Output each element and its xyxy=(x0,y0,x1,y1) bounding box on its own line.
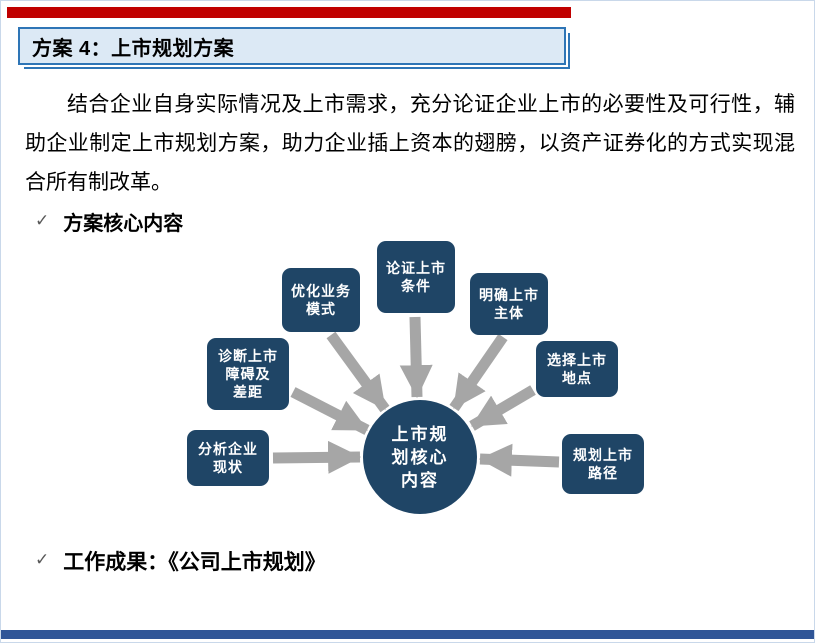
node-label-line: 路径 xyxy=(588,465,618,481)
diagram-node-plan-path: 规划上市 路径 xyxy=(562,434,644,494)
bullet-work-result-label: 工作成果：《公司上市规划》 xyxy=(63,551,326,574)
node-label-line: 规划上市 xyxy=(573,447,633,463)
node-label-line: 明确上市 xyxy=(479,287,539,303)
node-label-line: 优化业务 xyxy=(291,283,351,299)
intro-paragraph: 结合企业自身实际情况及上市需求，充分论证企业上市的必要性及可行性，辅助企业制定上… xyxy=(25,93,795,194)
node-label-line: 分析企业 xyxy=(198,441,258,457)
diagram-node-justify-conditions: 论证上市 条件 xyxy=(377,241,455,313)
diagram-center-circle: 上市规 划核心 内容 xyxy=(363,400,477,514)
node-label-line: 差距 xyxy=(233,384,263,400)
arrow-path-to-center xyxy=(478,443,560,477)
bullet-work-result: ✓ 工作成果：《公司上市规划》 xyxy=(35,546,326,576)
arrow-analyze-to-center xyxy=(272,440,362,474)
checkmark-icon: ✓ xyxy=(35,550,50,569)
bullet-core-content-label: 方案核心内容 xyxy=(63,213,184,235)
page-title: 方案 4：上市规划方案 xyxy=(32,37,235,60)
node-label-line: 地点 xyxy=(562,370,592,386)
node-label-line: 选择上市 xyxy=(547,352,607,368)
node-label-line: 障碍及 xyxy=(225,366,271,382)
footer-bar xyxy=(1,630,814,639)
node-label-line: 条件 xyxy=(401,278,431,294)
diagram-node-clarify-entity: 明确上市 主体 xyxy=(470,273,548,335)
node-label-line: 主体 xyxy=(494,305,524,321)
diagram-node-analyze-status: 分析企业 现状 xyxy=(187,430,269,486)
node-label-line: 诊断上市 xyxy=(218,348,278,364)
arrow-justify-to-center xyxy=(399,316,433,399)
node-label-line: 现状 xyxy=(213,459,243,475)
title-box: 方案 4：上市规划方案 xyxy=(18,27,570,69)
node-label-line: 模式 xyxy=(306,301,336,317)
accent-bar xyxy=(7,7,571,18)
diagram-node-choose-venue: 选择上市 地点 xyxy=(536,341,618,397)
arrow-optimize-to-center xyxy=(326,331,390,413)
center-label-line: 划核心 xyxy=(391,447,449,467)
bullet-core-content: ✓ 方案核心内容 xyxy=(35,207,183,236)
diagram-node-diagnose-gaps: 诊断上市 障碍及 差距 xyxy=(207,338,289,410)
center-label-line: 上市规 xyxy=(391,424,449,444)
arrow-diagnose-to-center xyxy=(290,387,370,435)
node-label-line: 论证上市 xyxy=(386,260,446,276)
arrow-clarify-to-center xyxy=(449,333,508,412)
center-label-line: 内容 xyxy=(401,470,439,490)
arrow-venue-to-center xyxy=(469,385,536,431)
diagram-node-optimize-model: 优化业务 模式 xyxy=(282,268,360,332)
checkmark-icon: ✓ xyxy=(35,210,50,230)
